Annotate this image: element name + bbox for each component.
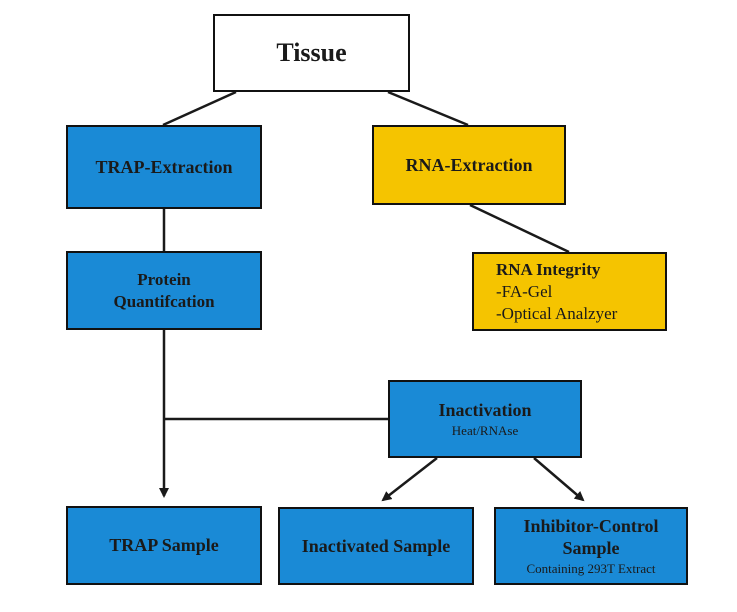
trap-extraction-label: TRAP-Extraction xyxy=(95,156,233,177)
tissue-to-rna-extraction-line xyxy=(387,90,469,127)
inhibitor-control-subtitle: Containing 293T Extract xyxy=(526,561,656,576)
inactivation-title: Inactivation xyxy=(438,399,532,420)
trap-extraction-box: TRAP-Extraction xyxy=(66,125,262,209)
protein-quantification-line1: Protein xyxy=(137,269,191,289)
inactivated-sample-label: Inactivated Sample xyxy=(301,535,451,556)
inhibitor-control-sample-box: Inhibitor-Control Sample Containing 293T… xyxy=(494,507,688,585)
tissue-label: Tissue xyxy=(276,38,347,67)
inactivated-sample-box: Inactivated Sample xyxy=(278,507,474,585)
inactivation-to-inhibitor-arrow xyxy=(533,457,585,502)
inhibitor-control-line2: Sample xyxy=(562,538,620,558)
inactivation-subtitle: Heat/RNAse xyxy=(451,422,519,438)
protein-quantification-line2: Quantifcation xyxy=(113,291,215,311)
rna-extraction-to-integrity-line xyxy=(469,203,570,254)
trap-sample-box: TRAP Sample xyxy=(66,506,262,585)
inactivation-to-inactivated-arrow xyxy=(381,457,438,502)
rna-integrity-box: RNA Integrity -FA-Gel -Optical Analzyer xyxy=(472,252,667,331)
rna-integrity-title: RNA Integrity xyxy=(496,259,601,279)
tissue-to-trap-extraction-line xyxy=(162,90,237,127)
rna-integrity-item: -FA-Gel xyxy=(496,281,553,301)
inhibitor-control-line1: Inhibitor-Control xyxy=(523,516,659,536)
rna-extraction-box: RNA-Extraction xyxy=(372,125,566,205)
rna-integrity-item: -Optical Analzyer xyxy=(496,303,618,323)
trap-sample-label: TRAP Sample xyxy=(109,535,219,555)
protein-quantification-box: Protein Quantifcation xyxy=(66,251,262,330)
inactivation-box: Inactivation Heat/RNAse xyxy=(388,380,582,458)
rna-extraction-label: RNA-Extraction xyxy=(405,154,533,175)
tissue-box: Tissue xyxy=(213,14,410,92)
